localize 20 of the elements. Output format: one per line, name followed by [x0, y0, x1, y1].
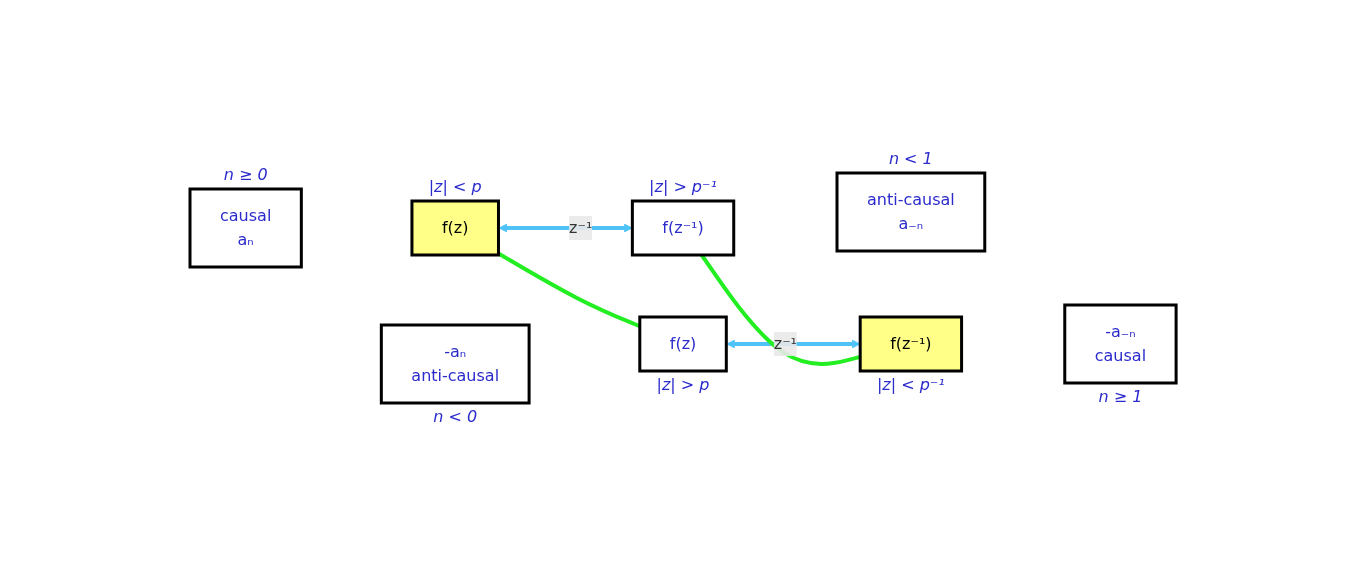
condition-text: |z| > p⁻¹	[649, 176, 717, 196]
node-box: -aₙ anti-causal	[379, 323, 531, 404]
node-box: f(z)	[410, 199, 500, 256]
edge-label: z⁻¹	[569, 217, 593, 237]
node-box: causal aₙ	[188, 187, 303, 268]
condition-text: n < 0	[433, 406, 478, 426]
arrow	[498, 223, 633, 232]
condition-text: |z| > p	[656, 374, 710, 394]
condition-text: |z| < p⁻¹	[876, 374, 945, 394]
node-box: -a₋ₙ causal	[1063, 303, 1178, 384]
node-box: anti-causal a₋ₙ	[835, 171, 987, 252]
node-box: f(z⁻¹)	[858, 315, 963, 372]
condition-text: |z| < p	[428, 176, 482, 196]
condition-text: n < 1	[888, 148, 933, 168]
edge-label: z⁻¹	[773, 333, 797, 353]
node-box: f(z⁻¹)	[630, 199, 736, 256]
node-box: f(z)	[638, 315, 728, 372]
arrow	[726, 339, 861, 348]
condition-text: n ≥ 0	[223, 164, 268, 184]
condition-text: n ≥ 1	[1098, 386, 1143, 406]
